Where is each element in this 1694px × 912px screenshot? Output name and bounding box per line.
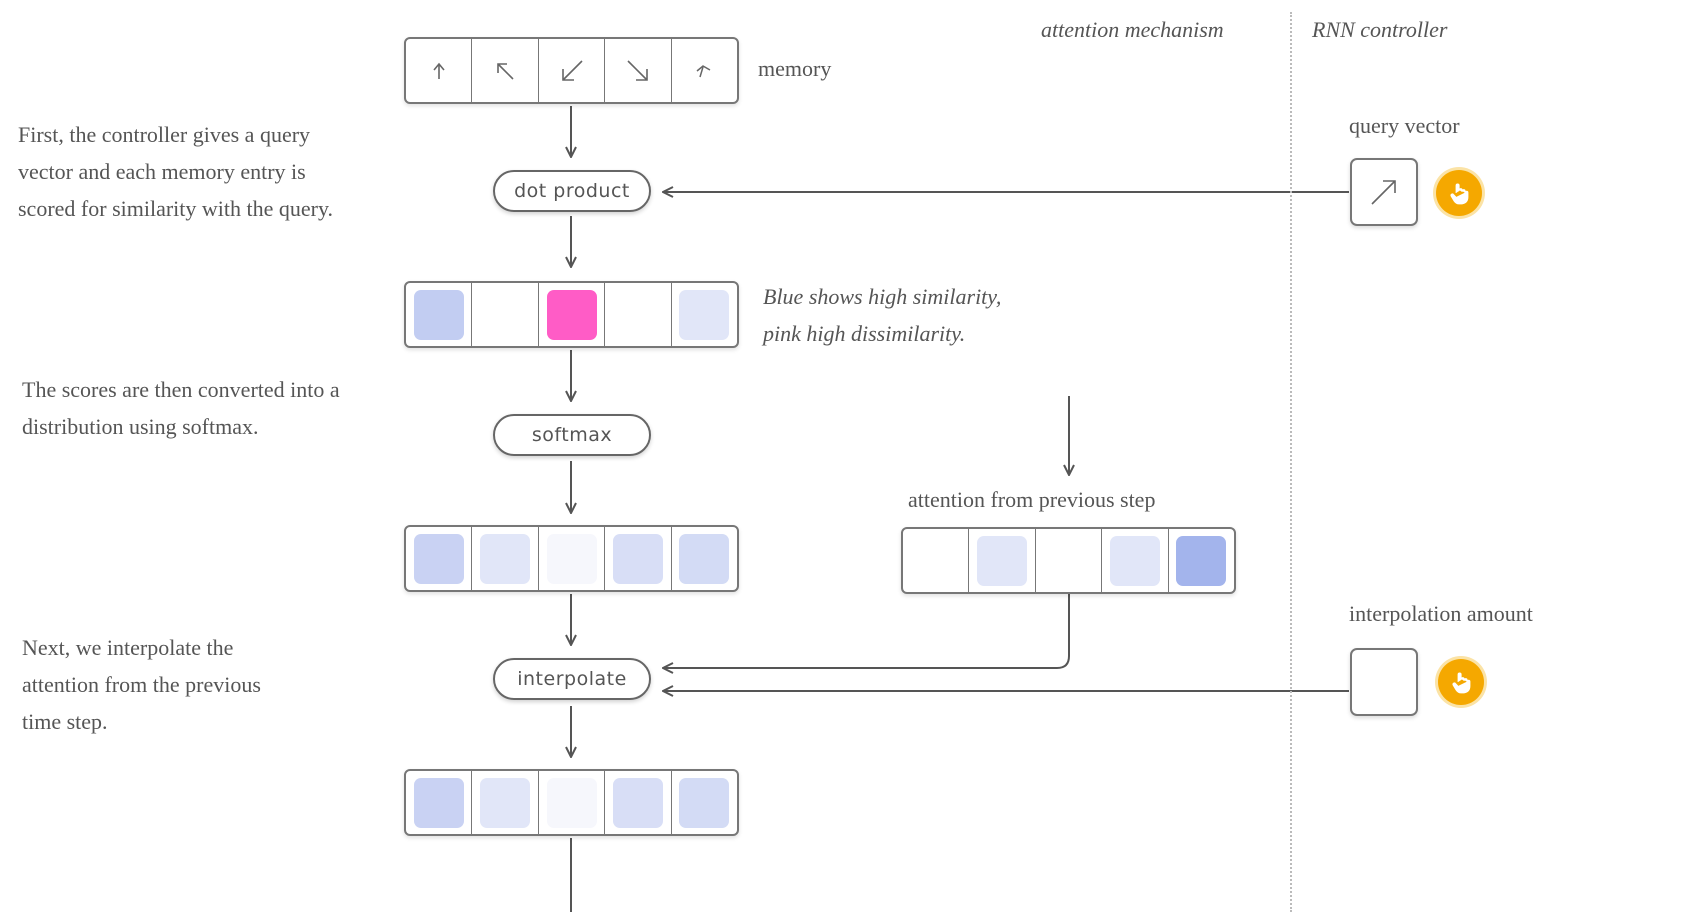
memory-cell [539, 39, 606, 102]
previous-attention-cell [1036, 529, 1103, 592]
score-cell [406, 283, 473, 346]
explanation-query: First, the controller gives a query vect… [18, 122, 334, 221]
interpolated-cell [406, 771, 473, 834]
similarity-note-line2: pink high dissimilarity. [763, 321, 966, 346]
similarity-note-line1: Blue shows high similarity, [763, 284, 1002, 309]
interpolated-attention-vector [404, 769, 739, 836]
previous-attention-label: attention from previous step [908, 487, 1156, 512]
previous-attention-cell [1102, 529, 1169, 592]
arrow-up-left-icon [497, 62, 514, 80]
hand-pointer-icon [1450, 183, 1469, 205]
score-cell [539, 283, 606, 346]
memory-cell [672, 39, 737, 102]
query-vector-box[interactable] [1350, 158, 1418, 226]
attention-mechanism-header: attention mechanism [1041, 17, 1224, 42]
explanation-interpolate: Next, we interpolate the attention from … [22, 635, 261, 734]
arrow-up-icon [433, 62, 445, 79]
column-divider [1290, 12, 1292, 912]
memory-cell [472, 39, 539, 102]
dot-product-node: dot product [493, 170, 651, 212]
arrow-prev-to-interp [664, 594, 1070, 668]
distribution-cell [672, 527, 737, 590]
similarity-scores-vector [404, 281, 739, 348]
interpolated-cell [539, 771, 606, 834]
memory-cell [605, 39, 672, 102]
interpolated-cell [672, 771, 737, 834]
distribution-cell [406, 527, 473, 590]
hand-pointer-icon [1452, 672, 1471, 694]
previous-attention-cell [903, 529, 970, 592]
interpolation-drag-handle[interactable] [1438, 659, 1484, 705]
memory-cell [406, 39, 473, 102]
distribution-cell [539, 527, 606, 590]
arrow-down-right-icon [627, 59, 648, 81]
score-cell [472, 283, 539, 346]
interpolation-amount-box[interactable] [1350, 648, 1418, 716]
interpolated-cell [605, 771, 672, 834]
distribution-cell [472, 527, 539, 590]
previous-attention-cell [969, 529, 1036, 592]
query-vector-label: query vector [1349, 113, 1460, 138]
interpolate-node: interpolate [493, 658, 651, 700]
memory-vector [404, 37, 739, 104]
softmax-distribution-vector [404, 525, 739, 592]
score-cell [605, 283, 672, 346]
arrow-up-right-icon [1371, 180, 1396, 205]
memory-label: memory [758, 56, 832, 81]
score-cell [672, 283, 737, 346]
distribution-cell [605, 527, 672, 590]
query-drag-handle[interactable] [1436, 170, 1482, 216]
explanation-softmax: The scores are then converted into a dis… [22, 377, 340, 439]
arrow-down-left-icon [561, 59, 583, 81]
interpolated-cell [472, 771, 539, 834]
softmax-node: softmax [493, 414, 651, 456]
interpolation-amount-label: interpolation amount [1349, 601, 1533, 626]
rnn-controller-header: RNN controller [1312, 17, 1448, 42]
arrow-up-small-icon [696, 64, 711, 77]
previous-attention-cell [1169, 529, 1234, 592]
previous-attention-vector [901, 527, 1236, 594]
